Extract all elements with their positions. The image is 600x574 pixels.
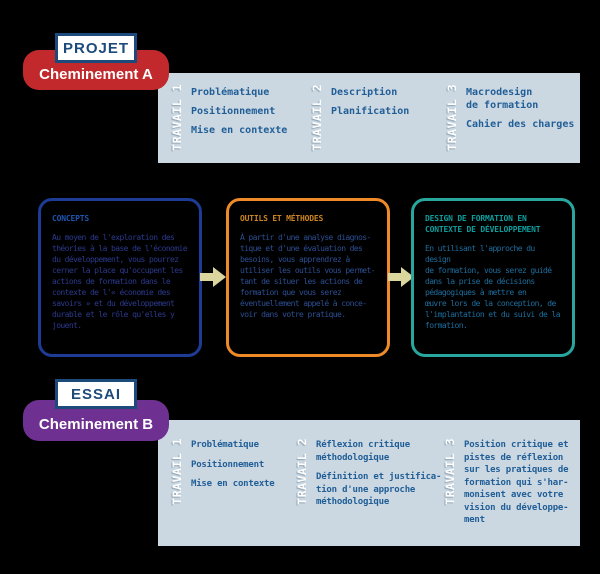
travail-item: Description: [331, 87, 398, 98]
essai-tag-label: ESSAI: [70, 385, 121, 403]
travail-item: Problématique: [191, 87, 270, 98]
concept-box-concepts: CONCEPTS Au moyen de l'exploration des t…: [38, 198, 202, 357]
concept-body: En utilisant l'approche du design de for…: [425, 244, 561, 330]
travail-3-label-a: TRAVAIL 3: [445, 84, 459, 151]
essai-tag: ESSAI: [55, 379, 137, 409]
travail-3-items-a: Macrodesign de formation Cahier des char…: [466, 84, 574, 131]
travail-2-items-a: Description Planification: [331, 84, 409, 118]
travail-1-items-b: Problématique Positionnement Mise en con…: [191, 438, 275, 491]
concept-title: OUTILS ET MÉTHODES: [240, 214, 324, 223]
concept-title: CONCEPTS: [52, 214, 89, 223]
cheminement-b-label: Cheminement B: [38, 416, 154, 433]
travail-item: Positionnement: [191, 459, 265, 470]
travail-item: Position critique et pistes de réflexion…: [464, 440, 569, 525]
travail-1-label-a: TRAVAIL 1: [170, 84, 184, 151]
arrow-right-icon: [388, 267, 414, 287]
travail-3-column-b: TRAVAIL 3 Position critique et pistes de…: [443, 438, 569, 527]
travail-3-items-b: Position critique et pistes de réflexion…: [464, 438, 569, 527]
travail-2-column-a: TRAVAIL 2 Description Planification: [310, 84, 409, 151]
travail-item: Positionnement: [191, 106, 276, 117]
projet-tag: PROJET: [55, 33, 137, 63]
travail-item: Mise en contexte: [191, 479, 275, 489]
concept-body: À partir d'une analyse diagnos- tique et…: [240, 233, 376, 319]
travail-item: Mise en contexte: [191, 125, 288, 136]
travail-2-items-b: Réflexion critique méthodologique Défini…: [316, 438, 441, 509]
travail-1-label-b: TRAVAIL 1: [170, 438, 184, 505]
cheminement-a-label: Cheminement A: [39, 65, 153, 83]
concept-body: Au moyen de l'exploration des théories à…: [52, 233, 188, 330]
travail-item: Cahier des charges: [466, 119, 575, 130]
travail-2-column-b: TRAVAIL 2 Réflexion critique méthodologi…: [295, 438, 441, 509]
travail-item: Définition et justifica- tion d'une appr…: [316, 472, 442, 507]
travaux-panel-b: TRAVAIL 1 Problématique Positionnement M…: [158, 420, 580, 546]
travail-2-label-b: TRAVAIL 2: [295, 438, 309, 505]
travail-1-column-a: TRAVAIL 1 Problématique Positionnement M…: [170, 84, 287, 151]
concept-box-design-de-formation: DESIGN DE FORMATION EN CONTEXTE DE DÉVEL…: [411, 198, 575, 357]
travail-1-items-a: Problématique Positionnement Mise en con…: [191, 84, 287, 137]
concept-box-outils-et-methodes: OUTILS ET MÉTHODES À partir d'une analys…: [226, 198, 390, 357]
travail-item: Problématique: [191, 440, 259, 450]
travail-item: Réflexion critique méthodologique: [316, 440, 410, 463]
arrow-right-icon: [200, 267, 226, 287]
travail-item: Macrodesign de formation: [466, 87, 539, 111]
concept-title: DESIGN DE FORMATION EN CONTEXTE DE DÉVEL…: [425, 214, 541, 234]
travail-3-label-b: TRAVAIL 3: [443, 438, 457, 505]
travail-item: Planification: [331, 106, 410, 117]
travail-3-column-a: TRAVAIL 3 Macrodesign de formation Cahie…: [445, 84, 574, 151]
projet-tag-label: PROJET: [62, 39, 129, 57]
travail-2-label-a: TRAVAIL 2: [310, 84, 324, 151]
travaux-panel-a: TRAVAIL 1 Problématique Positionnement M…: [158, 73, 580, 163]
travail-1-column-b: TRAVAIL 1 Problématique Positionnement M…: [170, 438, 275, 505]
